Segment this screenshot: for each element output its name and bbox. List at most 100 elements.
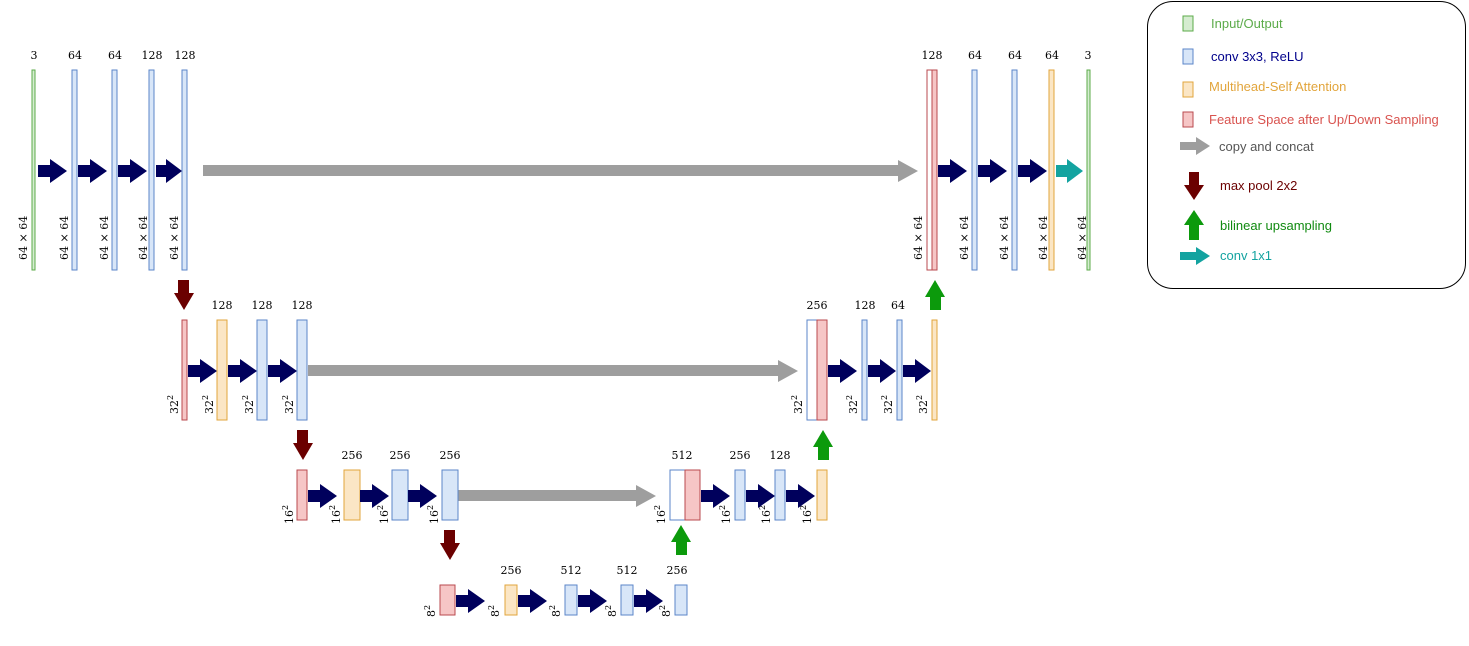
conv-arrow	[578, 589, 607, 613]
input-output-swatch-icon	[1182, 15, 1194, 32]
channel-label: 512	[617, 564, 638, 577]
size-label: 64 × 64	[98, 216, 111, 260]
level-3-decoder: 512 256 128 162 162 162 162	[653, 430, 833, 555]
conv-arrow	[903, 359, 931, 383]
channel-label: 256	[730, 449, 751, 462]
channel-label: 256	[440, 449, 461, 462]
conv-arrow	[156, 159, 182, 183]
channel-label: 512	[561, 564, 582, 577]
channel-label: 64	[968, 49, 982, 62]
maxpool-arrow	[174, 280, 194, 310]
channel-label: 128	[252, 299, 273, 312]
conv-arrow	[118, 159, 147, 183]
conv-arrow	[786, 484, 815, 508]
input-block	[31, 69, 36, 271]
conv-block	[564, 584, 578, 616]
legend-label: Input/Output	[1211, 16, 1283, 31]
conv-block	[774, 469, 786, 521]
size-label: 64 × 64	[1076, 216, 1089, 260]
channel-label: 128	[922, 49, 943, 62]
legend-label: conv 3x3, ReLU	[1211, 49, 1304, 64]
feature-space-block	[684, 469, 701, 521]
size-label: 82	[487, 605, 502, 617]
feature-space-block	[181, 319, 188, 421]
legend-item-copy: copy and concat	[1148, 134, 1465, 158]
conv-arrow	[634, 589, 663, 613]
legend: Input/Output conv 3x3, ReLU Multihead-Se…	[1147, 1, 1466, 289]
size-label: 322	[790, 395, 805, 414]
feature-space-swatch-icon	[1182, 111, 1194, 128]
size-label: 162	[376, 505, 391, 524]
conv-block	[620, 584, 634, 616]
legend-item-conv: conv 3x3, ReLU	[1148, 45, 1465, 69]
conv-arrow	[701, 484, 730, 508]
level-2-decoder: 256 128 64 322 322 322 322	[790, 280, 945, 421]
conv-arrow	[308, 484, 337, 508]
size-label: 64 × 64	[912, 216, 925, 260]
concat-block-copied	[926, 69, 933, 271]
channel-label: 256	[390, 449, 411, 462]
conv-block	[391, 469, 409, 521]
size-label: 322	[845, 395, 860, 414]
size-label: 322	[281, 395, 296, 414]
channel-label: 3	[1085, 49, 1092, 62]
channel-label: 64	[68, 49, 82, 62]
conv-arrow	[78, 159, 107, 183]
channel-label: 512	[672, 449, 693, 462]
upsample-arrow-icon	[1184, 210, 1204, 240]
legend-item-attention: Multihead-Self Attention	[1148, 77, 1465, 101]
upsample-arrow	[813, 430, 833, 460]
conv-block	[1011, 69, 1018, 271]
legend-label: max pool 2x2	[1220, 178, 1298, 193]
conv-arrow	[268, 359, 297, 383]
channel-label: 128	[212, 299, 233, 312]
copy-arrow-level-2	[308, 360, 798, 382]
feature-space-block	[439, 584, 456, 616]
attention-block	[1048, 69, 1055, 271]
conv-block	[971, 69, 978, 271]
copy-arrow-level-3	[458, 485, 656, 507]
upsample-arrow	[671, 525, 691, 555]
output-block	[1086, 69, 1091, 271]
legend-label: conv 1x1	[1220, 248, 1273, 263]
size-label: 82	[658, 605, 673, 617]
channel-label: 256	[342, 449, 363, 462]
conv-arrow	[360, 484, 389, 508]
legend-label: Multihead-Self Attention	[1209, 79, 1347, 94]
feature-space-block	[296, 469, 308, 521]
size-label: 82	[604, 605, 619, 617]
channel-label: 64	[108, 49, 122, 62]
conv-arrow	[456, 589, 485, 613]
size-label: 64 × 64	[137, 216, 150, 260]
conv-swatch-icon	[1182, 48, 1194, 65]
channel-label: 128	[770, 449, 791, 462]
conv-arrow	[228, 359, 257, 383]
concat-block-copied	[669, 469, 686, 521]
channel-label: 64	[1008, 49, 1022, 62]
upsample-arrow	[925, 280, 945, 310]
size-label: 162	[718, 505, 733, 524]
level-1-decoder: 128 64 64 64 3 64 × 64 64 × 64 64 × 64 6…	[912, 49, 1092, 271]
size-label: 162	[799, 505, 814, 524]
size-label: 162	[426, 505, 441, 524]
channel-label: 256	[501, 564, 522, 577]
size-label: 162	[758, 505, 773, 524]
size-label: 82	[423, 605, 438, 617]
conv1x1-arrow	[1056, 159, 1083, 183]
copy-arrow-level-1	[203, 160, 918, 182]
conv1x1-arrow-icon	[1180, 247, 1210, 265]
conv-block	[256, 319, 268, 421]
size-label: 162	[328, 505, 343, 524]
channel-label: 128	[855, 299, 876, 312]
skip-connections	[203, 160, 918, 507]
attention-swatch-icon	[1182, 81, 1194, 98]
size-label: 162	[653, 505, 668, 524]
legend-item-conv1x1: conv 1x1	[1148, 244, 1465, 268]
legend-item-input-output: Input/Output	[1148, 12, 1465, 36]
channel-label: 128	[175, 49, 196, 62]
conv-block	[674, 584, 688, 616]
size-label: 64 × 64	[1037, 216, 1050, 260]
attention-block	[343, 469, 361, 521]
conv-arrow	[38, 159, 67, 183]
conv-block	[71, 69, 78, 271]
